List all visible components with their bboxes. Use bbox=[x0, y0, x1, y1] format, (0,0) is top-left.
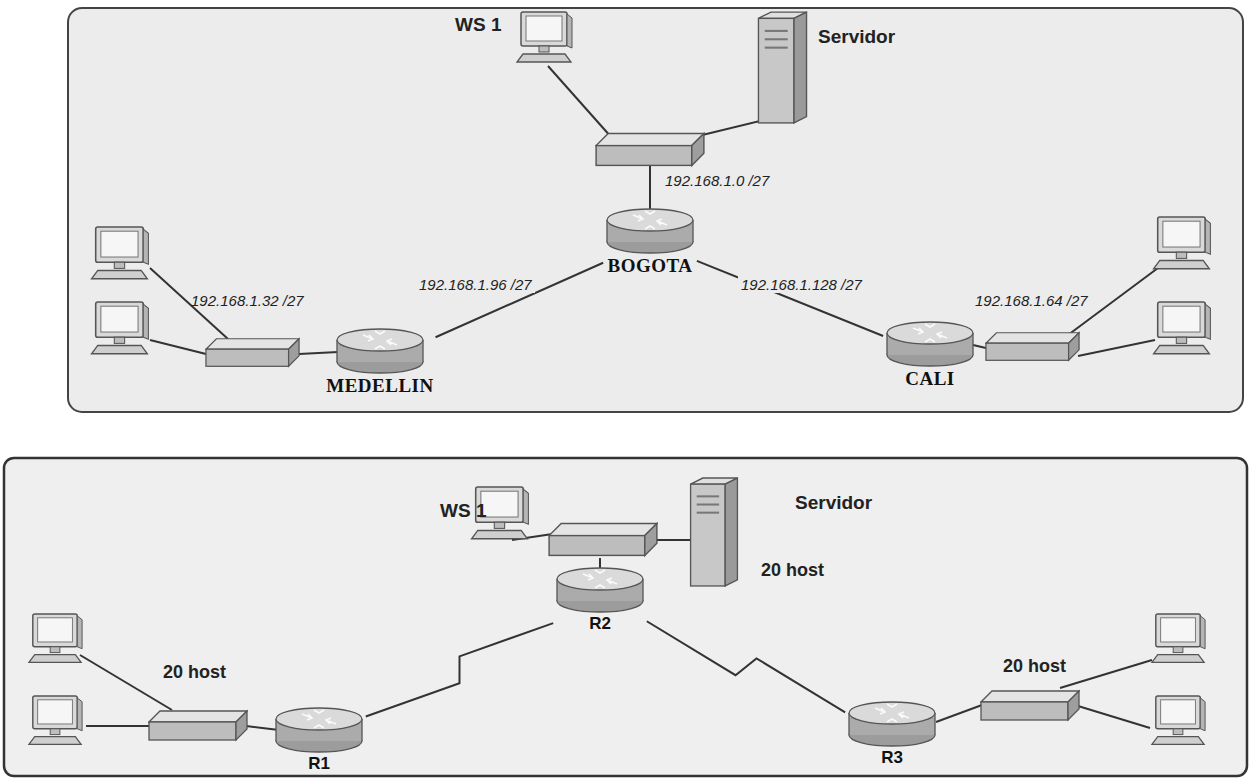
link-subnet-label: 192.168.1.96 /27 bbox=[416, 276, 535, 293]
panel-top bbox=[68, 8, 1243, 412]
switch-icon bbox=[596, 134, 704, 166]
router-icon bbox=[885, 320, 975, 368]
router-name: R1 bbox=[308, 754, 330, 774]
router-node: BOGOTA bbox=[605, 207, 695, 277]
router-node: CALI bbox=[885, 320, 975, 390]
panel-bottom bbox=[4, 458, 1247, 776]
pc-icon bbox=[1152, 696, 1205, 744]
pc-icon bbox=[1154, 217, 1211, 269]
device-label: WS 1 bbox=[440, 500, 486, 522]
link-subnet-label: 192.168.1.128 /27 bbox=[738, 276, 865, 293]
device-name: Servidor bbox=[795, 492, 872, 514]
host-count: 20 host bbox=[1000, 656, 1069, 677]
pc-icon bbox=[29, 696, 82, 744]
switch-icon bbox=[149, 711, 247, 740]
switch-icon bbox=[206, 339, 299, 367]
subnet-label: 192.168.1.0 /27 bbox=[662, 172, 772, 189]
router-name: MEDELLIN bbox=[326, 375, 433, 397]
wan-link bbox=[436, 263, 604, 337]
subnet-label: 192.168.1.32 /27 bbox=[188, 292, 307, 309]
router-name: R3 bbox=[881, 748, 903, 768]
lan-wires bbox=[80, 66, 1158, 730]
device-label: Servidor bbox=[795, 492, 872, 514]
router-node: MEDELLIN bbox=[326, 327, 433, 397]
server-icon bbox=[691, 478, 738, 586]
pc-icon bbox=[29, 614, 82, 662]
device-name: WS 1 bbox=[440, 500, 486, 522]
device-name: Servidor bbox=[818, 26, 895, 48]
router-node: R1 bbox=[274, 706, 364, 774]
server-icon bbox=[758, 12, 806, 123]
switch-icon bbox=[986, 333, 1079, 361]
host-count: 20 host bbox=[758, 560, 827, 581]
switch-icon bbox=[549, 524, 657, 556]
pc-icon bbox=[517, 12, 572, 62]
wan-link bbox=[697, 261, 883, 336]
router-node: R3 bbox=[847, 700, 937, 768]
router-node: R2 bbox=[555, 566, 645, 634]
router-icon bbox=[847, 700, 937, 748]
serial-link bbox=[366, 623, 553, 716]
router-icon bbox=[274, 706, 364, 754]
router-name: R2 bbox=[589, 614, 611, 634]
router-icon bbox=[335, 327, 425, 375]
pc-icon bbox=[92, 302, 149, 354]
router-icon bbox=[605, 207, 695, 255]
pc-icon bbox=[92, 227, 149, 279]
switch-icon bbox=[981, 691, 1079, 720]
device-label: Servidor bbox=[818, 26, 895, 48]
router-name: CALI bbox=[905, 368, 955, 390]
device-name: WS 1 bbox=[455, 14, 501, 36]
pc-icon bbox=[1152, 614, 1205, 662]
router-name: BOGOTA bbox=[608, 255, 693, 277]
host-count: 20 host bbox=[160, 662, 229, 683]
device-label: WS 1 bbox=[455, 14, 501, 36]
pc-icon bbox=[1154, 302, 1211, 354]
serial-link bbox=[647, 621, 845, 712]
router-icon bbox=[555, 566, 645, 614]
subnet-label: 192.168.1.64 /27 bbox=[972, 292, 1091, 309]
